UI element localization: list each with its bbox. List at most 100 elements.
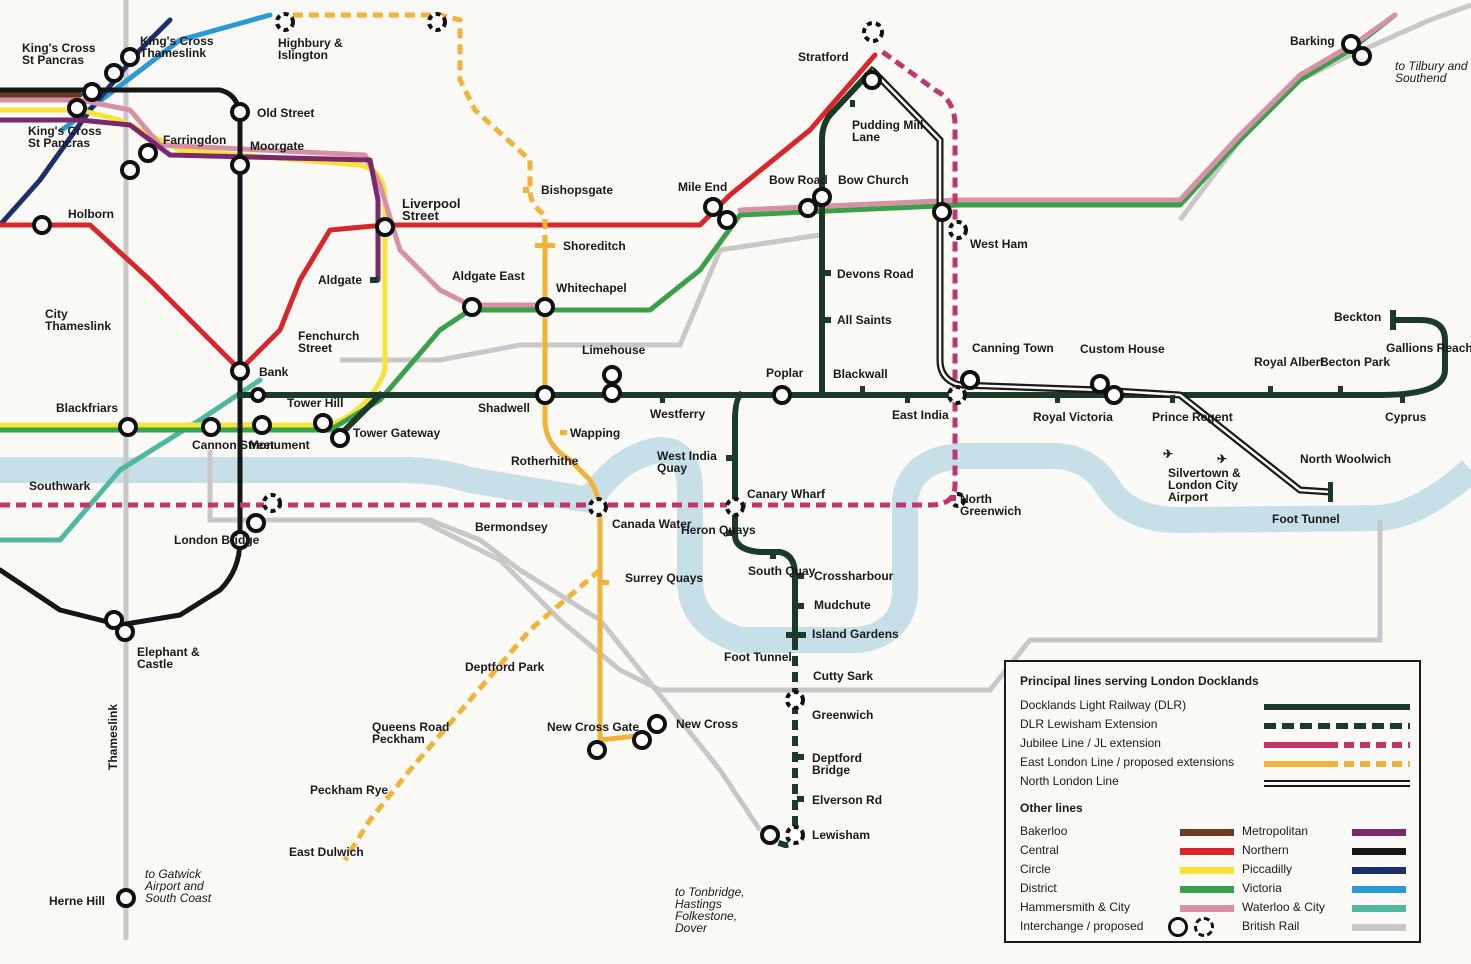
interchange-herne-hill xyxy=(116,888,136,908)
interchange-london-bridge xyxy=(230,530,250,550)
tick-prince-regent xyxy=(1170,395,1175,403)
legend-other-row: Victoria xyxy=(1242,881,1412,899)
metropolitan-line xyxy=(0,117,381,283)
legend-other-swatch xyxy=(1180,886,1234,893)
dlr-lewisham-extension xyxy=(769,640,798,849)
label-lewisham: Lewisham xyxy=(812,828,870,842)
interchange-aldgate-east xyxy=(462,297,482,317)
interchange-kings-cross-2 xyxy=(67,98,87,118)
legend-principal-swatch xyxy=(1264,723,1410,729)
legend-other-row: Hammersmith & City xyxy=(1020,900,1240,918)
proposed-canning-town xyxy=(947,385,967,405)
dlr-isle-of-dogs xyxy=(732,390,798,643)
legend-other-swatch xyxy=(1352,867,1406,874)
tick-north-woolwich xyxy=(1328,482,1333,502)
tick-royal-victoria xyxy=(1055,395,1060,403)
tick-elverson-rd xyxy=(797,796,804,802)
legend-other-label: Circle xyxy=(1020,862,1051,876)
central-line xyxy=(0,52,878,373)
tick-westferry xyxy=(660,395,665,403)
label-wapping: Wapping xyxy=(570,426,620,440)
label-greenwich: Greenwich xyxy=(812,708,873,722)
label-beckton: Beckton xyxy=(1334,310,1381,324)
label-east-dulwich: East Dulwich xyxy=(289,845,364,859)
label-prince-regent: Prince Regent xyxy=(1152,410,1233,424)
legend-principal-label: Docklands Light Railway (DLR) xyxy=(1020,698,1187,712)
label-shadwell: Shadwell xyxy=(478,401,530,415)
interchange-farringdon xyxy=(138,143,158,163)
interchange-poplar xyxy=(772,385,792,405)
legend-principal-label: Jubilee Line / JL extension xyxy=(1020,736,1161,750)
tick-blackwall xyxy=(860,386,865,394)
tick-beckton-park xyxy=(1338,386,1343,394)
proposed-london-bridge xyxy=(262,493,282,513)
label-thameslink: Thameslink xyxy=(106,704,120,770)
legend-other-label: Interchange / proposed xyxy=(1020,919,1144,933)
interchange-barking xyxy=(1341,34,1361,54)
tick-all-saints xyxy=(824,317,831,323)
legend-other-swatch xyxy=(1180,829,1234,836)
legend-other-label: British Rail xyxy=(1242,919,1300,933)
interchange-west-ham xyxy=(932,202,952,222)
legend-principal-swatch xyxy=(1264,742,1410,748)
dlr-tower-gateway xyxy=(335,390,385,440)
proposed-greenwich xyxy=(785,690,805,710)
label-crossharbour: Crossharbour xyxy=(814,569,894,583)
label-bishopsgate: Bishopsgate xyxy=(541,183,613,197)
legend-other-row: Waterloo & City xyxy=(1242,900,1412,918)
br-north-track xyxy=(340,232,821,363)
proposed-interchanges xyxy=(262,12,968,845)
label-south-quay: South Quay xyxy=(748,564,816,578)
label-limehouse: Limehouse xyxy=(582,343,646,357)
legend-other-swatch xyxy=(1180,905,1234,912)
br-east-track xyxy=(230,517,763,832)
label-devons-road: Devons Road xyxy=(837,267,914,281)
interchange-london-bridge-2 xyxy=(246,513,266,533)
legend-other-row: Bakerloo xyxy=(1020,824,1240,842)
br-bankside-track xyxy=(207,450,230,523)
label-foot-tunnel-1: Foot Tunnel xyxy=(1272,512,1340,526)
legend-principal-row: North London Line xyxy=(1020,774,1410,792)
label-royal-albert: Royal Albert xyxy=(1254,355,1324,369)
interchange-holborn xyxy=(32,215,52,235)
label-whitechapel: Whitechapel xyxy=(556,281,627,295)
interchange-bank xyxy=(230,361,250,381)
label-foot-tunnel-2: Foot Tunnel xyxy=(724,650,792,664)
label-tower-gateway: Tower Gateway xyxy=(353,426,440,440)
legend-other-label: Northern xyxy=(1242,843,1289,857)
interchange-monument xyxy=(252,415,272,435)
interchange-shadwell xyxy=(535,385,555,405)
legend-other-swatch xyxy=(1180,867,1234,874)
elondon-peckham-ext xyxy=(342,568,602,862)
tick-mudchute xyxy=(797,603,804,609)
tick-surrey-quays xyxy=(602,580,609,585)
legend-other-row: Central xyxy=(1020,843,1240,861)
label-elverson-rd: Elverson Rd xyxy=(812,793,882,807)
label-island-gardens: Island Gardens xyxy=(812,627,899,641)
interchange-cannon-street xyxy=(201,417,221,437)
proposed-highbury xyxy=(275,12,295,32)
station-ticks xyxy=(370,100,1405,802)
label-poplar: Poplar xyxy=(766,366,804,380)
interchange-old-street xyxy=(230,102,250,122)
interchanges xyxy=(32,34,1372,908)
label-new-cross: New Cross xyxy=(676,717,738,731)
label-all-saints: All Saints xyxy=(837,313,892,327)
legend-other-swatch xyxy=(1352,905,1406,912)
east-london-proposed xyxy=(290,12,602,862)
label-royal-victoria: Royal Victoria xyxy=(1033,410,1113,424)
label-custom-house: Custom House xyxy=(1080,342,1165,356)
legend-other-label: Piccadilly xyxy=(1242,862,1293,876)
interchange-tower-gateway xyxy=(330,428,350,448)
interchange-custom-house-2 xyxy=(1104,385,1124,405)
legend-other-row: Northern xyxy=(1242,843,1412,861)
legend-principal-label: North London Line xyxy=(1020,774,1119,788)
label-herne-hill: Herne Hill xyxy=(49,894,105,908)
label-peckham-rye: Peckham Rye xyxy=(310,783,388,797)
